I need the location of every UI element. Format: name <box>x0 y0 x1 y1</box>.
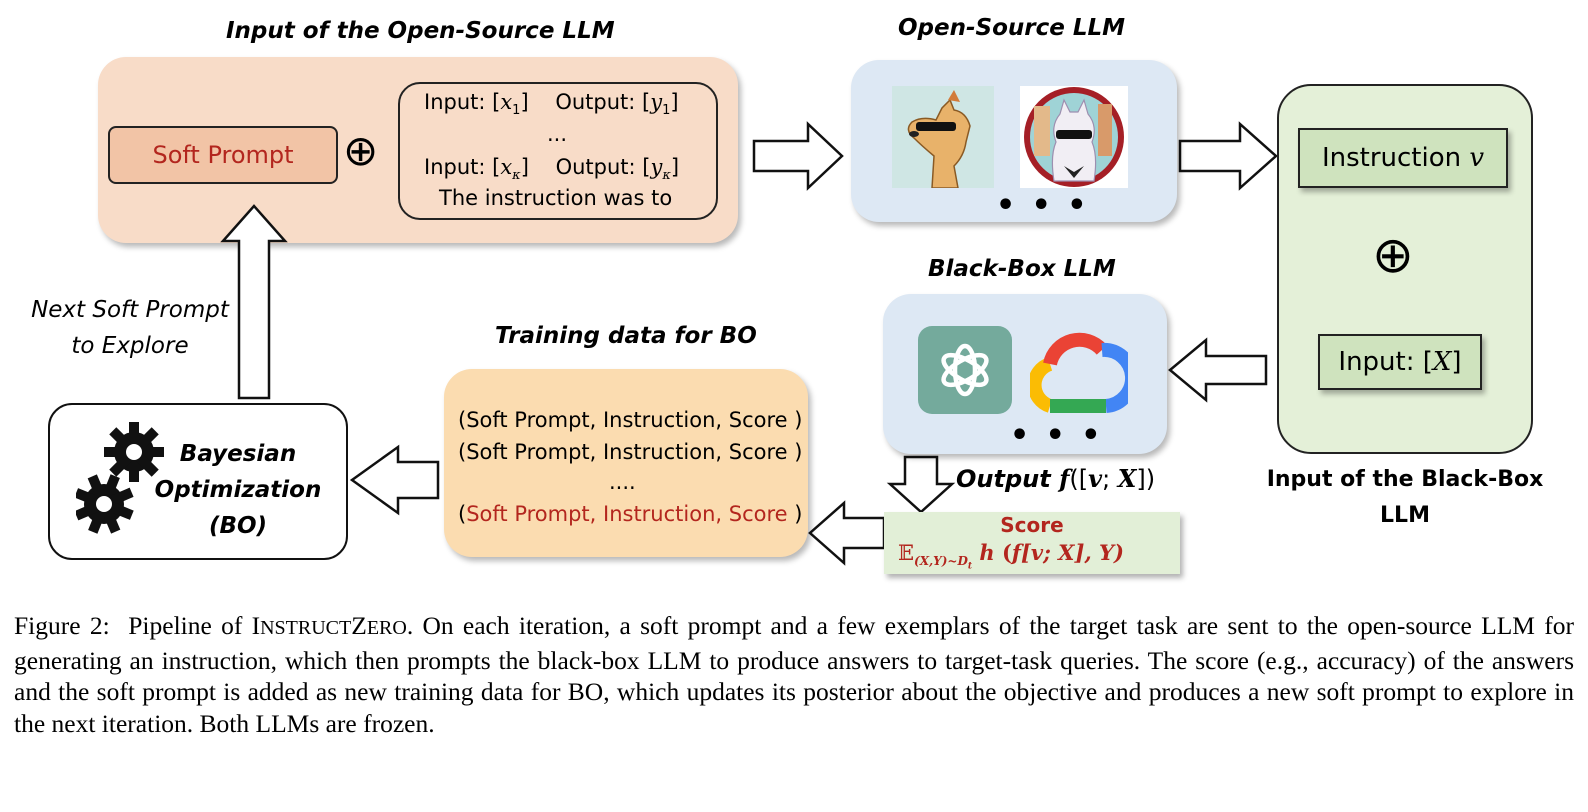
training-ellipsis: .... <box>609 470 636 494</box>
score-formula: 𝔼(X,Y)~Dt h (f[v; X], Y) <box>898 540 1124 572</box>
open-llm-more-dots: • • • <box>996 188 1090 223</box>
training-row-2: (Soft Prompt, Instruction, Score ) <box>458 440 803 464</box>
bo-label: Bayesian Optimization (BO) <box>150 436 326 544</box>
exemplars-box <box>398 82 718 220</box>
arrow-to-bo <box>349 444 440 516</box>
input-open-llm-title: Input of the Open-Source LLM <box>226 18 615 44</box>
soft-prompt-box: Soft Prompt <box>108 126 338 184</box>
training-data-panel <box>444 369 808 557</box>
input-x-box: Input: [X] <box>1318 334 1482 390</box>
black-input-oplus-icon: ⊕ <box>1372 226 1414 284</box>
flow-arrows <box>220 121 1278 566</box>
black-box-llm-title: Black-Box LLM <box>928 256 1116 282</box>
google-cloud-logo-icon <box>1030 332 1128 413</box>
input-black-box-title-line2: LLM <box>1380 503 1430 528</box>
gears-icon <box>76 422 164 534</box>
arrow-to-black-input <box>1178 121 1278 191</box>
input-black-box-title-line1: Input of the Black-Box <box>1266 467 1544 492</box>
instruction-v-box: Instruction v <box>1298 128 1508 188</box>
bo-label-line2: Optimization <box>154 477 322 503</box>
openai-logo-icon <box>918 326 1012 414</box>
arrow-down-to-score <box>886 455 956 514</box>
next-soft-prompt-label: Next Soft Prompt to Explore <box>20 292 240 364</box>
alpaca-avatar-image <box>1020 86 1128 188</box>
exemplar-ellipsis: ... <box>547 122 568 146</box>
score-title: Score <box>1000 513 1064 537</box>
concat-oplus-icon: ⊕ <box>343 126 379 175</box>
training-row-new: (Soft Prompt, Instruction, Score ) <box>458 502 803 526</box>
next-label-line1: Next Soft Prompt <box>31 297 229 323</box>
training-row-1: (Soft Prompt, Instruction, Score ) <box>458 408 803 432</box>
arrow-to-training <box>808 500 886 566</box>
training-data-title: Training data for BO <box>495 323 757 349</box>
figure-caption: Figure 2: Pipeline of INSTRUCTZERO. On e… <box>14 611 1574 738</box>
arrow-to-open-llm <box>752 121 844 191</box>
exemplar-row-k: Input: [xκ] Output: [yκ] <box>424 155 680 184</box>
arrow-to-black-llm <box>1168 337 1268 403</box>
bo-label-line1: Bayesian <box>179 441 297 467</box>
next-label-line2: to Explore <box>71 333 189 359</box>
arrow-up-to-soft-prompt <box>220 204 288 400</box>
open-llm-title: Open-Source LLM <box>898 15 1126 41</box>
bo-label-line3: (BO) <box>208 513 268 539</box>
exemplar-row-1: Input: [x1] Output: [y1] <box>424 90 679 119</box>
llama-mascot-image <box>892 86 994 188</box>
instruction-prompt-text: The instruction was to <box>439 186 673 210</box>
input-black-box-title: Input of the Black-Box LLM <box>1265 462 1545 534</box>
score-box <box>884 512 1180 574</box>
output-label: Output f([v; X]) <box>956 464 1156 493</box>
black-llm-more-dots: • • • <box>1010 418 1104 453</box>
